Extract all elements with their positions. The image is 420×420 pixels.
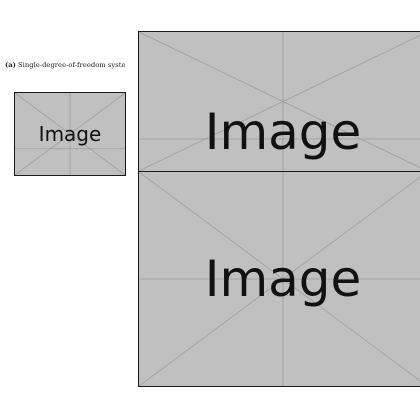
- placeholder-label: Image: [204, 250, 362, 308]
- image-placeholder-small: Image: [14, 92, 126, 176]
- subfigure-tag: (a): [5, 61, 16, 69]
- placeholder-crosslines-icon: [139, 32, 420, 171]
- subfigure-caption: (a) Single-degree-of-freedom syste: [5, 61, 125, 69]
- image-placeholder-top: Image: [138, 31, 420, 172]
- placeholder-label: Image: [204, 103, 362, 162]
- placeholder-crosslines-icon: [15, 93, 125, 175]
- placeholder-label: Image: [38, 122, 102, 146]
- subfigure-caption-text: Single-degree-of-freedom syste: [18, 61, 126, 69]
- placeholder-crosslines-icon: [139, 172, 420, 386]
- image-placeholder-bottom: Image: [138, 171, 420, 387]
